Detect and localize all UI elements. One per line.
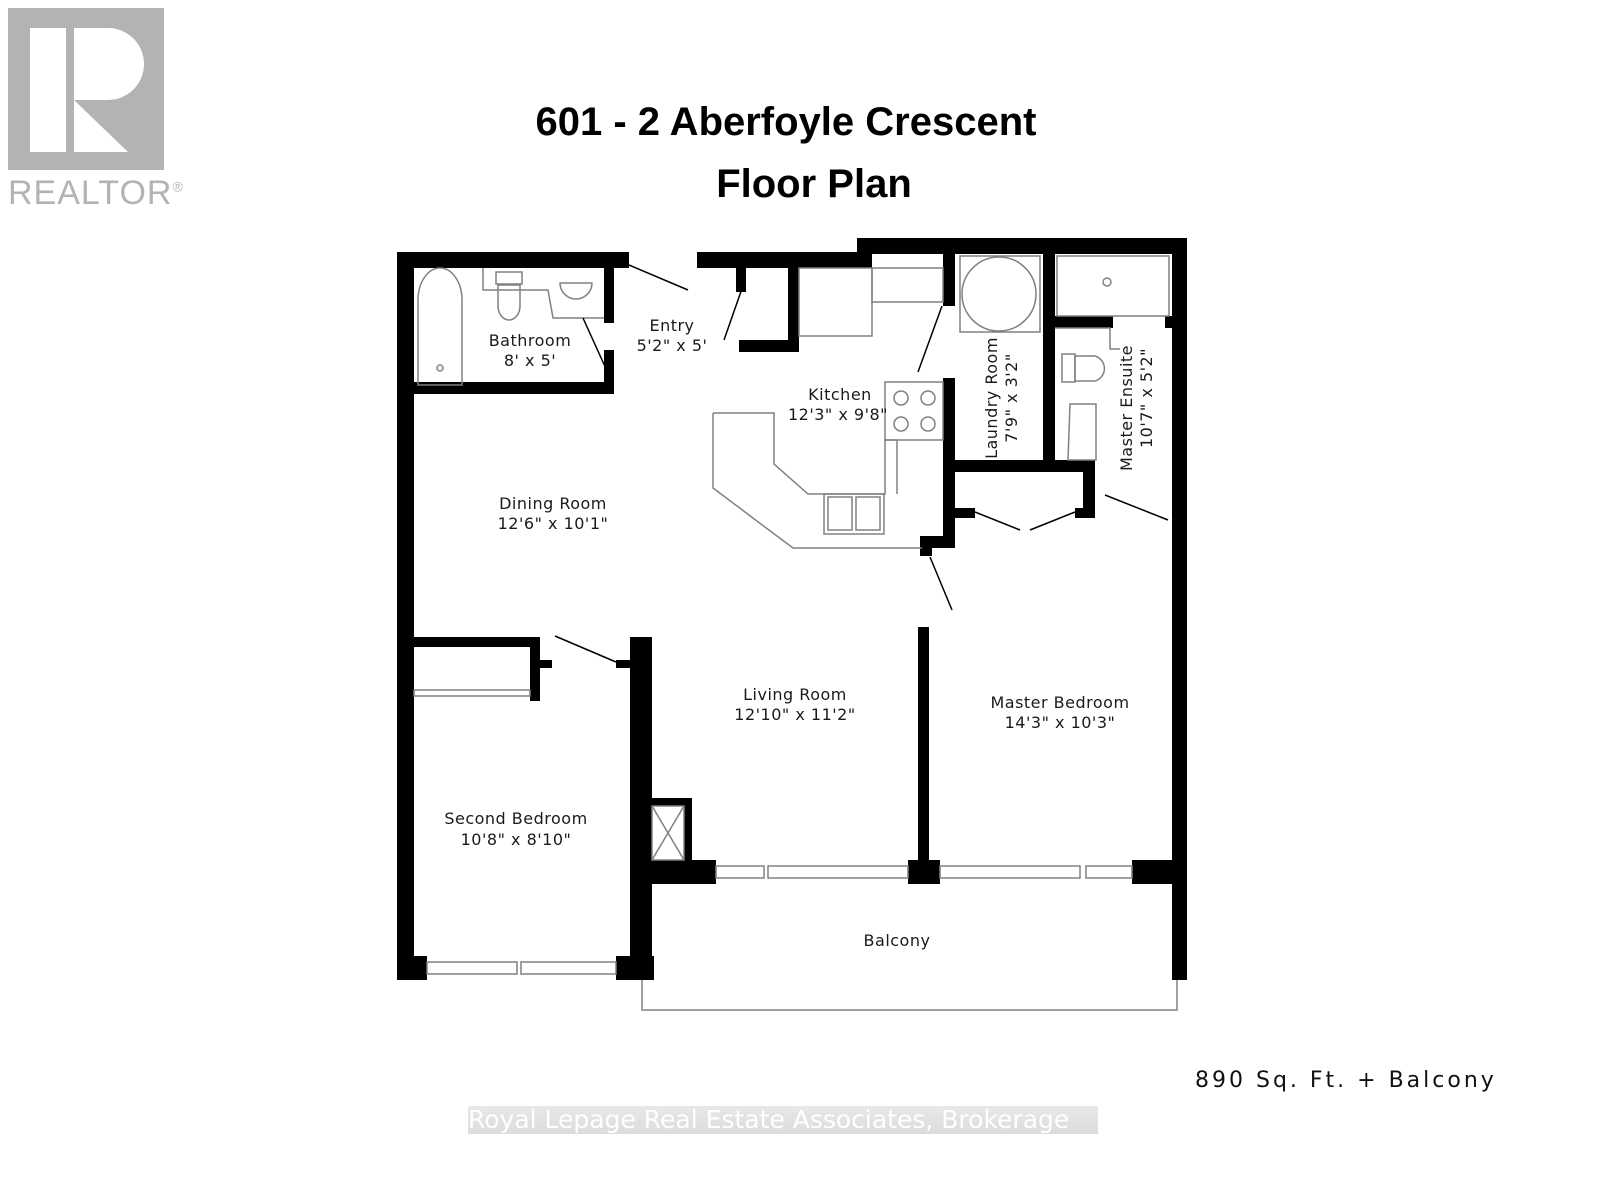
room-dims-laundry: 7'9" x 3'2" — [1002, 353, 1021, 442]
property-address-title: 601 - 2 Aberfoyle Crescent — [535, 100, 1037, 144]
total-area-label: 890 Sq. Ft. + Balcony — [1195, 1068, 1497, 1093]
room-dims-master-ensuite: 10'7" x 5'2" — [1137, 348, 1156, 448]
room-labels: Bathroom 8' x 5' Entry 5'2" x 5' Kitchen… — [444, 316, 1156, 950]
room-dims-entry: 5'2" x 5' — [637, 336, 708, 355]
realtor-logo: REALTOR® — [8, 8, 184, 213]
room-name-master-ensuite: Master Ensuite — [1117, 345, 1136, 471]
room-name-master-bedroom: Master Bedroom — [990, 693, 1129, 712]
room-name-bathroom: Bathroom — [489, 331, 572, 350]
room-dims-kitchen: 12'3" x 9'8" — [788, 405, 888, 424]
room-name-kitchen: Kitchen — [808, 385, 872, 404]
room-name-dining: Dining Room — [499, 494, 607, 513]
room-dims-master-bedroom: 14'3" x 10'3" — [1005, 713, 1116, 732]
room-name-laundry: Laundry Room — [982, 337, 1001, 459]
walls — [397, 238, 1187, 980]
realtor-wordmark: REALTOR® — [8, 174, 184, 212]
floor-plan-title: Floor Plan — [716, 162, 912, 206]
room-name-living: Living Room — [743, 685, 847, 704]
room-dims-dining: 12'6" x 10'1" — [498, 514, 609, 533]
fixtures — [413, 255, 1178, 1011]
brokerage-watermark: Royal Lepage Real Estate Associates, Bro… — [468, 1106, 1098, 1134]
room-dims-bathroom: 8' x 5' — [504, 351, 556, 370]
room-name-entry: Entry — [649, 316, 694, 335]
room-name-balcony: Balcony — [864, 931, 931, 950]
door-swings — [554, 264, 1169, 663]
room-name-second-bedroom: Second Bedroom — [444, 809, 587, 828]
room-dims-living: 12'10" x 11'2" — [734, 705, 855, 724]
realtor-r-icon — [8, 8, 164, 170]
room-dims-second-bedroom: 10'8" x 8'10" — [461, 830, 572, 849]
